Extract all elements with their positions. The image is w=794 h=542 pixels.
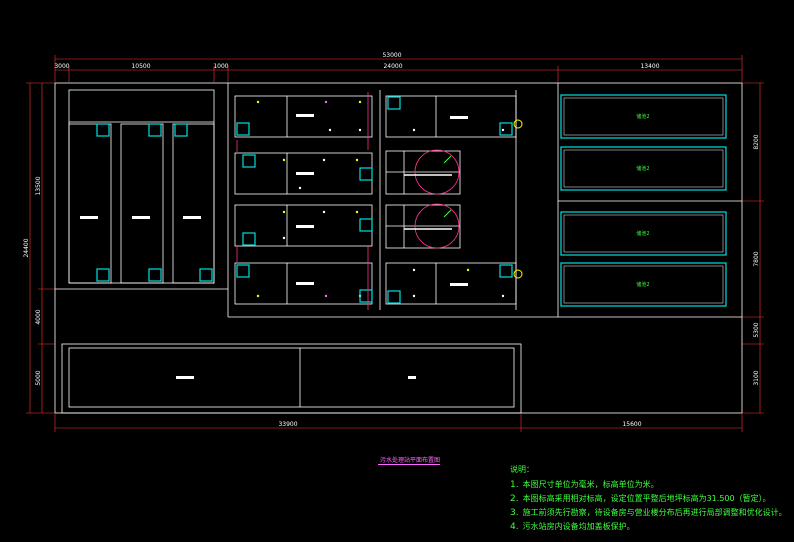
dim-top-seg-2: 10500 — [131, 63, 150, 70]
center-process-tanks — [234, 90, 517, 310]
top-dimension-chain — [54, 55, 743, 82]
center-pump-boxes — [236, 96, 513, 304]
note-item: 1. 本图尺寸单位为毫米，标高单位为米。 — [510, 478, 787, 492]
left-tank-building — [68, 89, 215, 284]
note-item: 3. 施工前须先行勘察，待设备房与营业楼分布后再进行局部调整和优化设计。 — [510, 506, 787, 520]
dim-top-seg-4: 24000 — [383, 63, 402, 70]
left-tank-markers — [80, 216, 201, 219]
note-item: 2. 本图标高采用相对标高，设定位置平整后地坪标高为31.500（暂定）。 — [510, 492, 787, 506]
center-tank-markers — [296, 114, 468, 286]
note-number: 1. — [510, 480, 519, 490]
pipe-runs — [236, 92, 369, 310]
drawing-title: 污水处理站平面布置图 — [380, 457, 441, 464]
right-storage-tank-inner — [563, 97, 724, 304]
left-dimension-chain — [26, 82, 55, 414]
tank-label-2: 储池2 — [636, 165, 649, 172]
dim-top-total: 53000 — [382, 52, 401, 59]
tank-label-4: 储池2 — [636, 281, 649, 288]
dim-right-upper: 8200 — [753, 134, 760, 149]
right-storage-tanks — [560, 94, 727, 307]
tank-label-1: 储池2 — [636, 113, 649, 120]
dim-left-lower: 5000 — [35, 370, 42, 385]
left-tank-pumps — [96, 123, 213, 282]
dim-right-lower-1: 5300 — [753, 322, 760, 337]
tank-label-3: 储池2 — [636, 230, 649, 237]
title-underline — [378, 464, 440, 465]
notes-heading: 说明： — [510, 465, 534, 474]
note-number: 4. — [510, 522, 519, 532]
clarifier-tanks — [385, 150, 461, 249]
dim-bottom-seg-2: 15600 — [622, 421, 641, 428]
dim-left-total: 24400 — [23, 238, 30, 257]
dim-right-mid: 7800 — [753, 251, 760, 266]
yellow-valves — [513, 119, 523, 279]
bottom-dimension-chain — [54, 414, 743, 432]
dim-top-seg-3: 1000 — [213, 63, 228, 70]
right-dimension-chain — [742, 82, 764, 414]
dim-top-seg-5: 13400 — [640, 63, 659, 70]
note-text: 本图标高采用相对标高，设定位置平整后地坪标高为31.500（暂定）。 — [522, 494, 771, 503]
bottom-building — [61, 343, 522, 414]
note-number: 3. — [510, 508, 519, 518]
dim-right-lower-2: 3100 — [753, 370, 760, 385]
bottom-building-markers — [176, 376, 416, 379]
dim-left-mid: 4000 — [35, 309, 42, 324]
dim-left-upper: 13500 — [35, 176, 42, 195]
clarifier-arrows — [443, 155, 452, 218]
clarifier-pipes — [404, 174, 452, 230]
clarifier-circles — [414, 149, 460, 249]
center-tank-fittings — [256, 100, 505, 298]
note-text: 施工前须先行勘察，待设备房与营业楼分布后再进行局部调整和优化设计。 — [522, 508, 787, 517]
note-item: 4. 污水站房内设备均加盖板保护。 — [510, 520, 787, 534]
dim-top-seg-1: 3000 — [54, 63, 69, 70]
note-number: 2. — [510, 494, 519, 504]
dim-bottom-seg-1: 33900 — [278, 421, 297, 428]
note-text: 污水站房内设备均加盖板保护。 — [522, 522, 635, 531]
note-text: 本图尺寸单位为毫米，标高单位为米。 — [522, 480, 659, 489]
notes-block: 说明： 1. 本图尺寸单位为毫米，标高单位为米。 2. 本图标高采用相对标高，设… — [510, 463, 787, 534]
